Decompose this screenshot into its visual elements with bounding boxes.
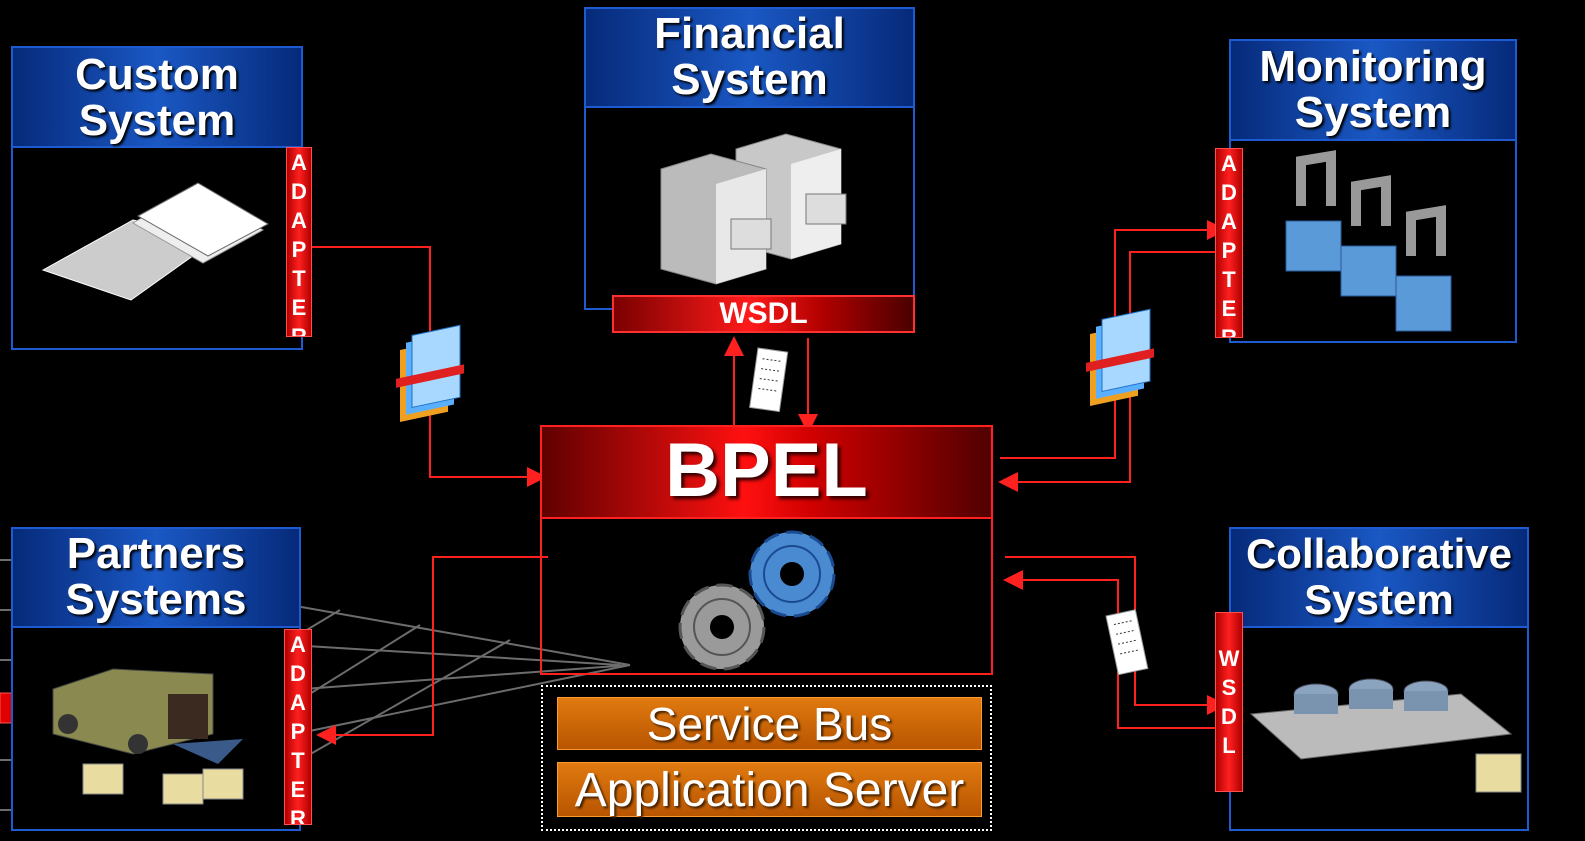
document-icon	[1105, 609, 1149, 676]
bpel-engine-box	[540, 517, 993, 675]
message-stack-icon	[1086, 308, 1154, 406]
connector-bpel-partners	[316, 556, 548, 745]
message-stack-icon	[396, 324, 464, 422]
folder-icon	[41, 182, 270, 301]
infrastructure-dotted-frame	[541, 685, 992, 831]
bpel-title: BPEL	[540, 425, 993, 519]
truck-icon	[52, 668, 244, 805]
service-bus-bar: Service Bus	[557, 697, 982, 750]
application-server-bar: Application Server	[557, 762, 982, 817]
gears-icon	[678, 530, 836, 671]
robot-arm-icon	[1285, 150, 1452, 332]
perspective-grid	[0, 559, 631, 811]
financial-wsdl-bar: WSDL	[612, 295, 915, 333]
filing-cabinet-icon	[660, 133, 847, 285]
conveyor-icon	[1249, 678, 1522, 793]
document-icon	[749, 347, 789, 413]
